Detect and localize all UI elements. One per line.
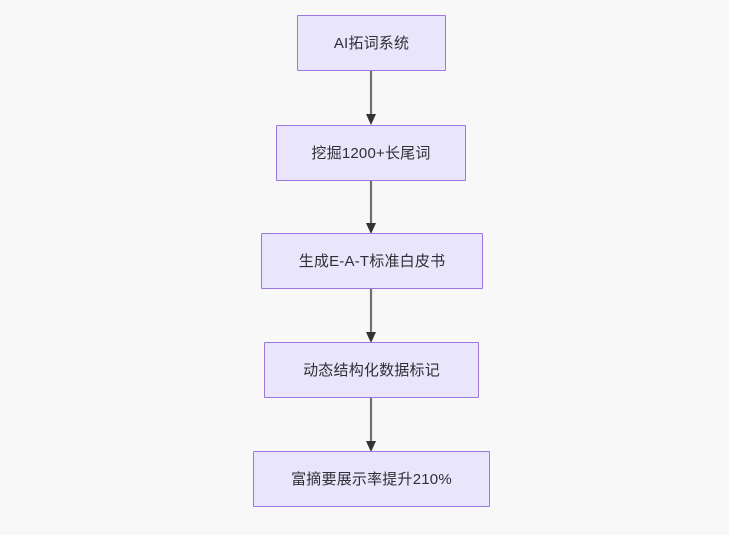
flowchart-edge-n3-n4 [363,289,379,343]
flowchart-edge-n1-n2 [363,71,379,125]
flowchart-edge-n2-n3 [363,181,379,234]
flowchart-node-label: 动态结构化数据标记 [303,361,440,379]
flowchart-node-label: 挖掘1200+长尾词 [311,144,431,162]
flowchart-node-label: AI拓词系统 [333,34,410,52]
flowchart-node-n5[interactable]: 富摘要展示率提升210% [253,451,490,507]
flowchart-node-label: 富摘要展示率提升210% [291,470,452,488]
flowchart-node-n1[interactable]: AI拓词系统 [297,15,446,71]
flowchart-node-label: 生成E-A-T标准白皮书 [298,252,446,270]
flowchart-node-n3[interactable]: 生成E-A-T标准白皮书 [261,233,483,289]
flowchart-edge-n4-n5 [363,398,379,452]
flowchart-node-n2[interactable]: 挖掘1200+长尾词 [276,125,466,181]
flowchart-node-n4[interactable]: 动态结构化数据标记 [264,342,479,398]
